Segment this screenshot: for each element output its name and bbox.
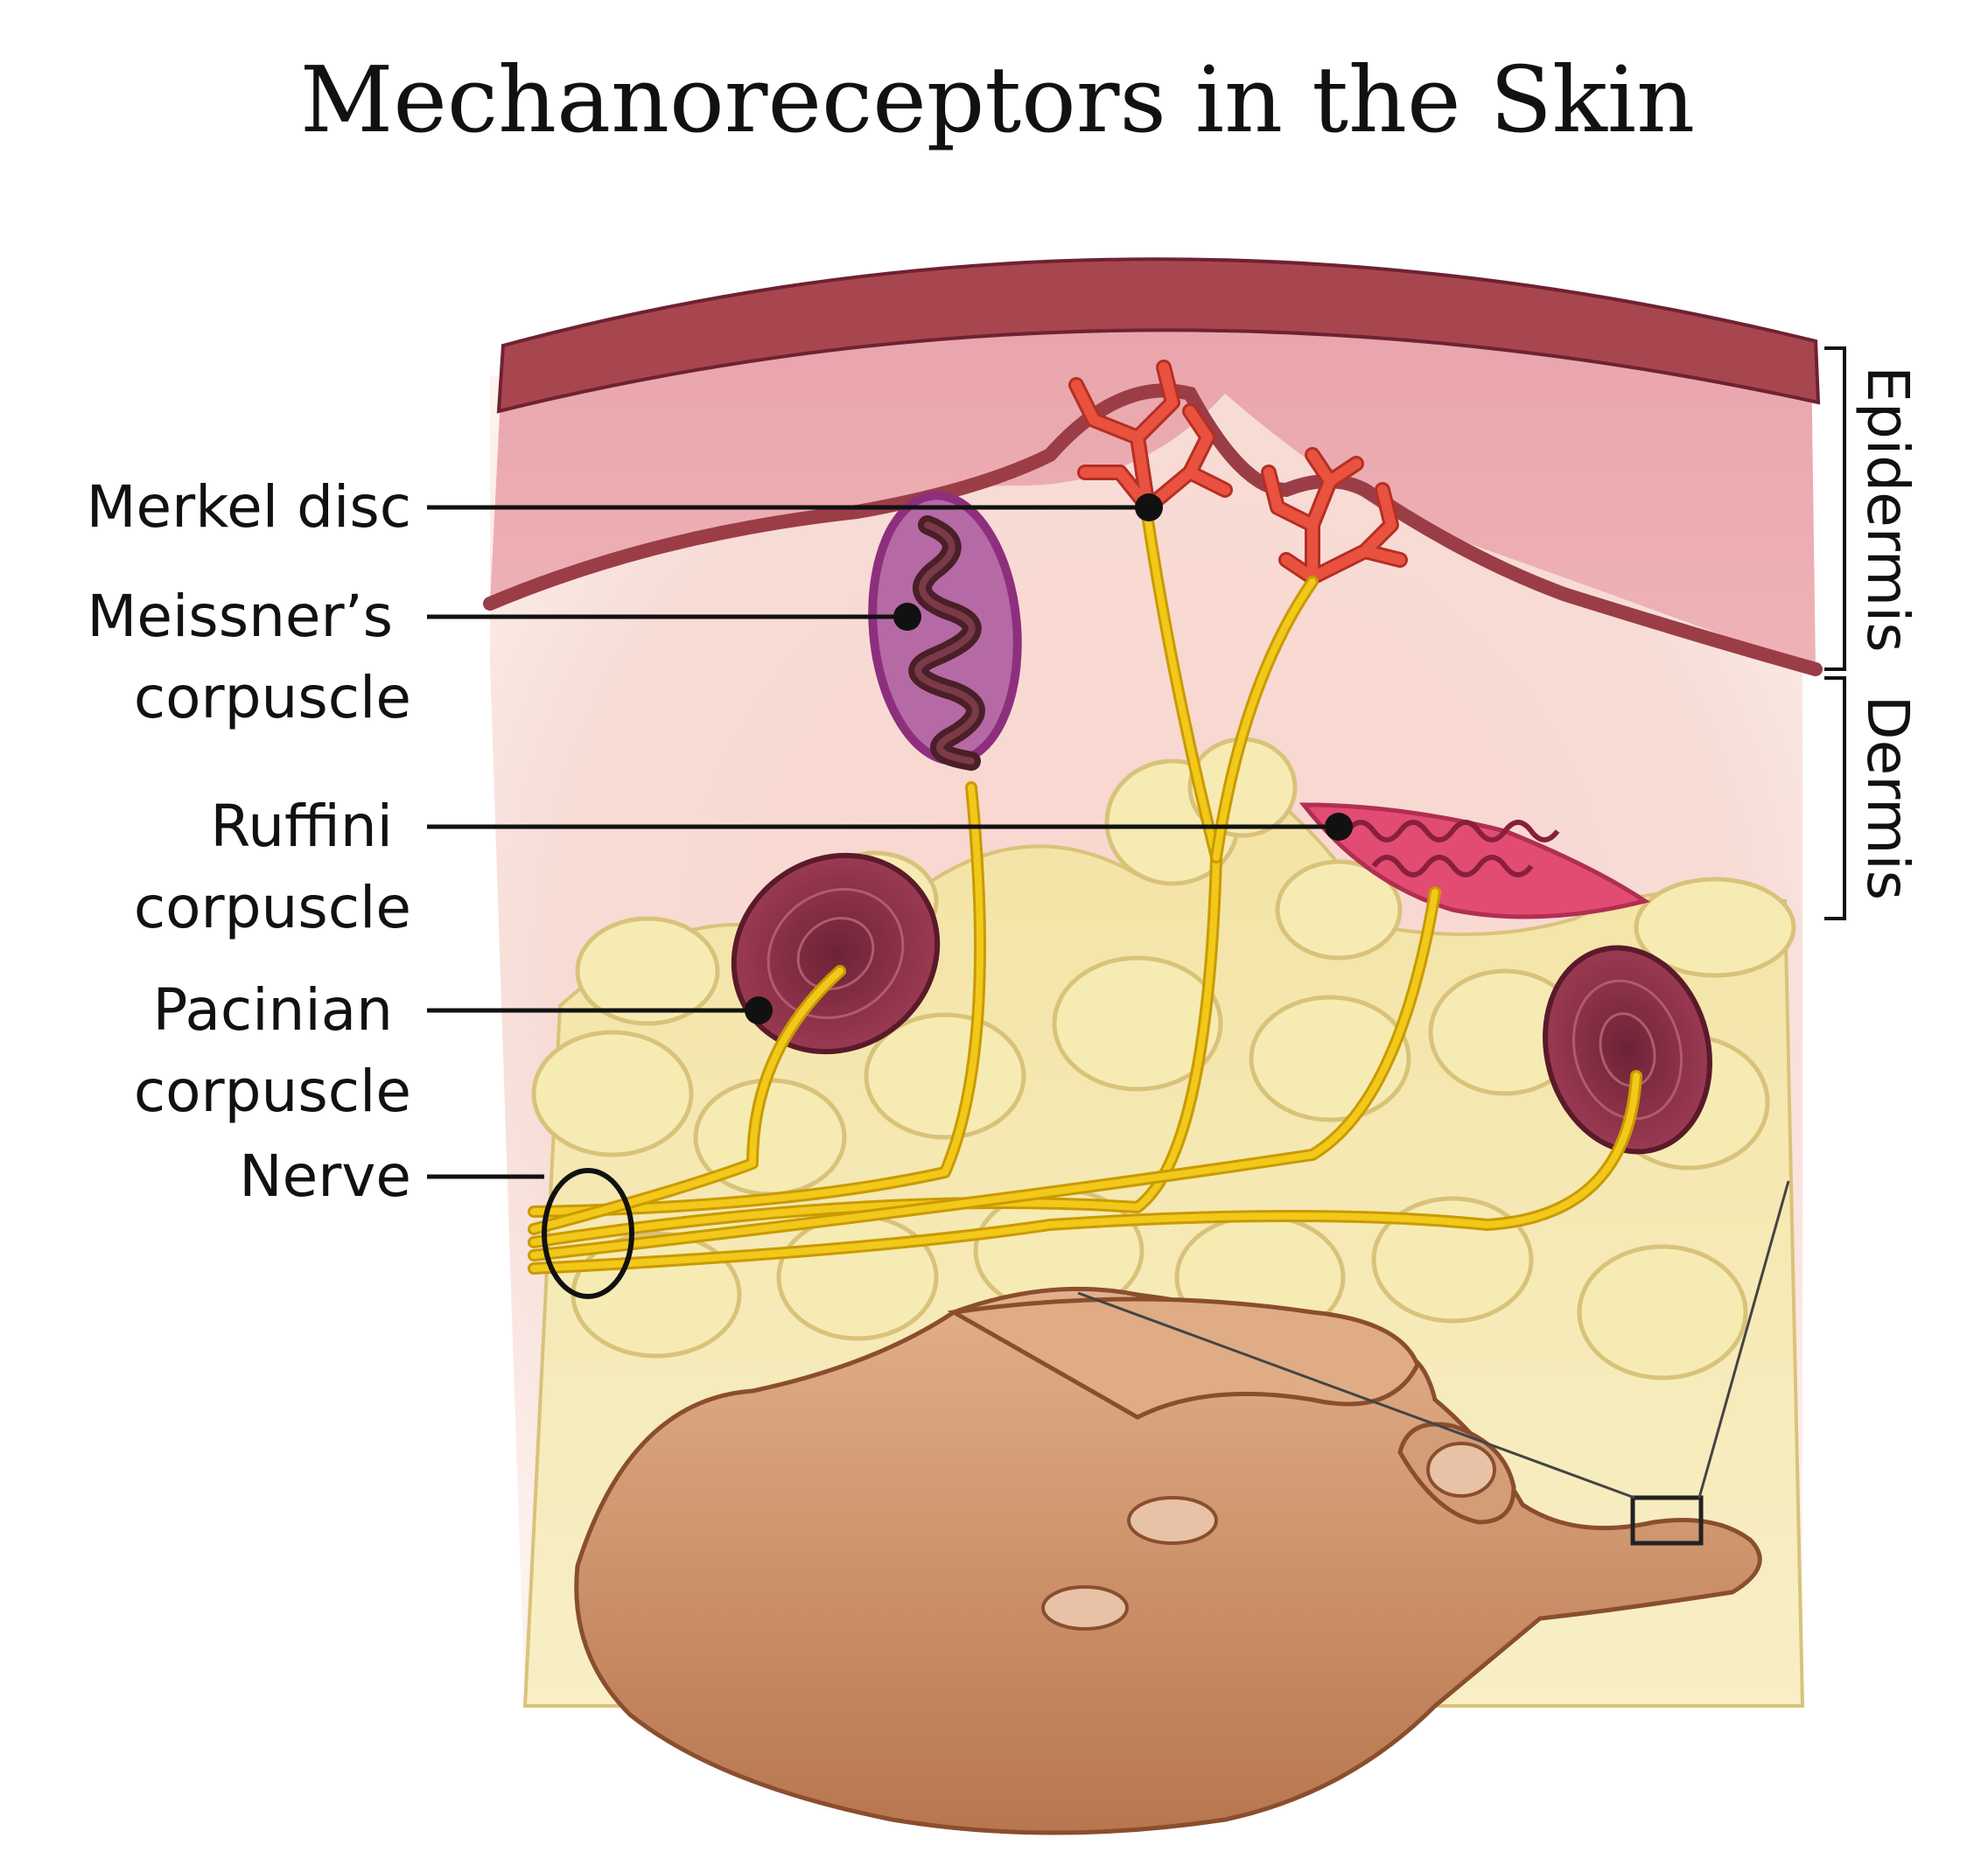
- zoom-line-left: [1077, 1291, 1635, 1499]
- structure-labels: Merkel disc Meissner’s corpuscle Ruffini…: [87, 473, 411, 1210]
- label-ruffini-corpuscle: Ruffini corpuscle: [134, 793, 411, 941]
- index-finger: [947, 1296, 1420, 1420]
- fingernail: [1426, 1442, 1496, 1498]
- dermis-label: Dermis: [1854, 695, 1922, 900]
- label-meissner-corpuscle: Meissner’s corpuscle: [87, 583, 411, 731]
- epidermis-layer: [490, 283, 1816, 669]
- label-merkel-disc: Merkel disc: [87, 473, 411, 541]
- hand-palm: [574, 1286, 1762, 1835]
- label-pacinian-corpuscle: Pacinian corpuscle: [134, 976, 411, 1125]
- nerve-fibers: [528, 514, 1642, 1275]
- epidermis-bracket: [1824, 346, 1846, 671]
- zoom-line-right: [1698, 1180, 1790, 1499]
- zoom-box: [1630, 1495, 1704, 1546]
- merkel-disc-pointer: [1135, 493, 1163, 521]
- fingernail: [1041, 1585, 1129, 1631]
- dermis-bracket: [1824, 676, 1846, 920]
- layer-brackets: Epidermis Dermis: [1824, 346, 1922, 920]
- hand-illustration: [574, 1180, 1790, 1835]
- epidermal-dermal-junction: [483, 383, 1823, 676]
- ruffini-pointer: [1325, 813, 1353, 841]
- ruffini-corpuscle: [1298, 802, 1651, 919]
- fingernail: [1127, 1496, 1218, 1545]
- nerve-bundle-ring: [542, 1168, 634, 1299]
- epidermis-label: Epidermis: [1854, 366, 1922, 652]
- stratum-corneum: [496, 257, 1821, 414]
- leader-lines: [427, 493, 1353, 1179]
- label-nerve: Nerve: [239, 1143, 411, 1210]
- meissner-corpuscle: [868, 491, 1022, 771]
- pacinian-pointer: [745, 996, 773, 1024]
- meissner-pointer: [893, 603, 921, 631]
- pacinian-corpuscle-secondary: [1543, 945, 1712, 1155]
- diagram-title: Mechanoreceptors in the Skin: [300, 46, 1695, 153]
- merkel-disc-endings: [1068, 360, 1408, 585]
